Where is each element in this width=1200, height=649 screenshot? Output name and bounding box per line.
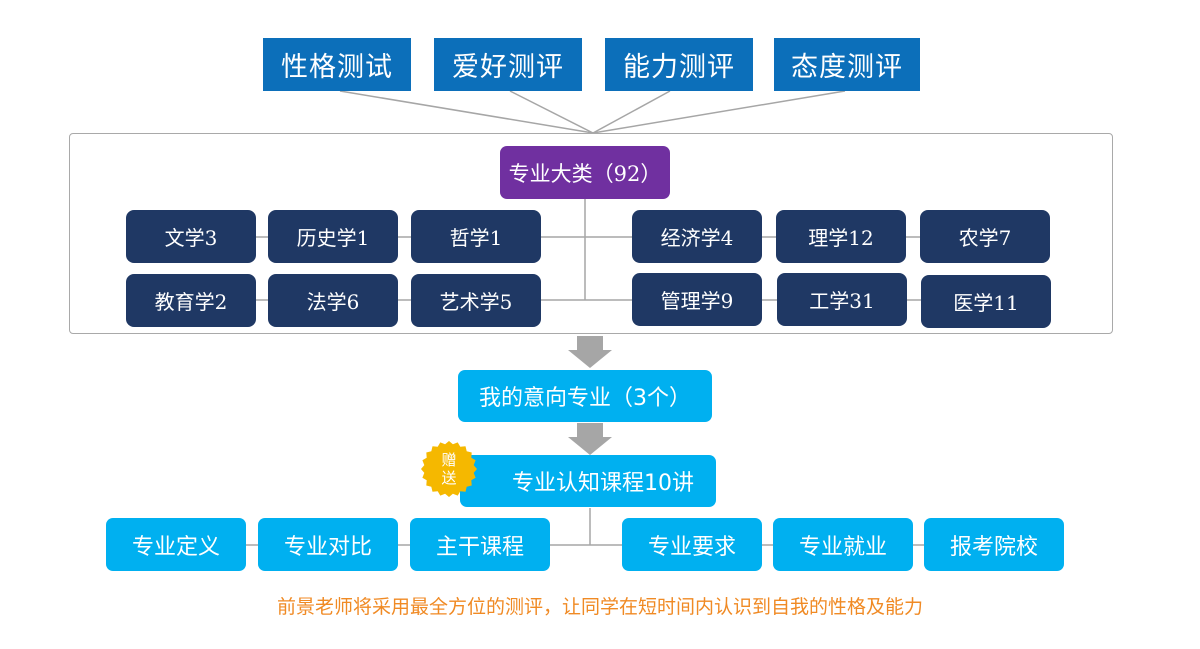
test-personality[interactable]: 性格测试 <box>263 38 411 91</box>
connector-test-4 <box>592 90 846 134</box>
test-hobby[interactable]: 爱好测评 <box>434 38 582 91</box>
topic-core-courses[interactable]: 主干课程 <box>410 518 550 571</box>
topic-comparison[interactable]: 专业对比 <box>258 518 398 571</box>
category-education[interactable]: 教育学2 <box>126 274 256 327</box>
category-management[interactable]: 管理学9 <box>632 273 762 326</box>
topic-employment[interactable]: 专业就业 <box>773 518 913 571</box>
badge-char-2: 送 <box>441 469 457 487</box>
category-agriculture[interactable]: 农学7 <box>920 210 1050 263</box>
category-medicine[interactable]: 医学11 <box>921 275 1051 328</box>
connector-test-1 <box>339 90 594 134</box>
topic-requirements[interactable]: 专业要求 <box>622 518 762 571</box>
category-economics[interactable]: 经济学4 <box>632 210 762 263</box>
major-category-root[interactable]: 专业大类（92） <box>500 146 670 199</box>
category-law[interactable]: 法学6 <box>268 274 398 327</box>
badge-char-1: 赠 <box>441 451 457 469</box>
course-box[interactable]: 专业认知课程10讲 <box>460 455 716 507</box>
intended-majors-box[interactable]: 我的意向专业（3个） <box>458 370 712 422</box>
topic-definition[interactable]: 专业定义 <box>106 518 246 571</box>
down-arrow-1 <box>568 336 612 368</box>
category-engineering[interactable]: 工学31 <box>777 273 907 326</box>
footer-note: 前景老师将采用最全方位的测评，让同学在短时间内认识到自我的性格及能力 <box>276 596 923 618</box>
connector-test-3 <box>592 90 671 134</box>
category-literature[interactable]: 文学3 <box>126 210 256 263</box>
connector-test-2 <box>509 90 594 134</box>
category-philosophy[interactable]: 哲学1 <box>411 210 541 263</box>
category-art[interactable]: 艺术学5 <box>411 274 541 327</box>
category-science[interactable]: 理学12 <box>776 210 906 263</box>
starburst-icon <box>421 441 477 497</box>
category-history[interactable]: 历史学1 <box>268 210 398 263</box>
down-arrow-2 <box>568 423 612 455</box>
gift-badge: 赠 送 <box>421 441 477 497</box>
topic-schools[interactable]: 报考院校 <box>924 518 1064 571</box>
test-attitude[interactable]: 态度测评 <box>774 38 920 91</box>
test-ability[interactable]: 能力测评 <box>605 38 753 91</box>
